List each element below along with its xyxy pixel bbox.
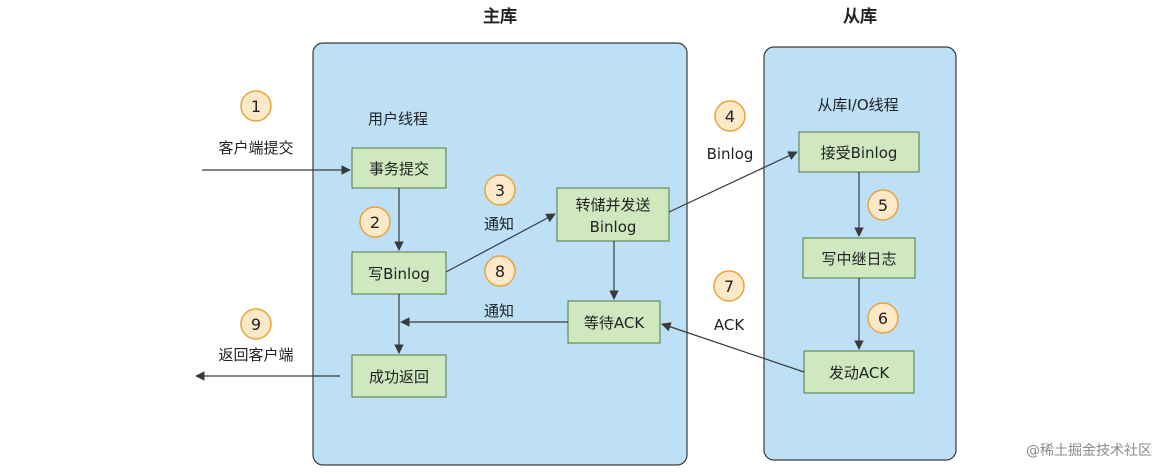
box-wait-ack-label: 等待ACK <box>584 314 645 332</box>
label-notify-2: 通知 <box>484 302 514 320</box>
arrow-dump-to-receive <box>668 151 798 213</box>
step-4-marker: 4 <box>714 100 746 132</box>
label-ack: ACK <box>714 316 745 334</box>
box-write-relay: 写中继日志 <box>802 237 916 279</box>
box-dump-send-label-2: Binlog <box>590 218 637 236</box>
label-binlog: Binlog <box>707 145 754 163</box>
box-write-binlog: 写Binlog <box>351 251 447 295</box>
box-send-ack-label: 发动ACK <box>829 364 890 382</box>
step-4-number: 4 <box>725 107 735 126</box>
label-return-client: 返回客户端 <box>218 346 293 364</box>
step-3-number: 3 <box>495 181 505 200</box>
box-return-success: 成功返回 <box>351 354 447 398</box>
box-write-relay-label: 写中继日志 <box>821 250 896 268</box>
step-6-marker: 6 <box>867 302 899 334</box>
master-subtitle: 用户线程 <box>368 110 428 128</box>
box-send-ack: 发动ACK <box>803 350 915 394</box>
step-3-marker: 3 <box>484 174 516 206</box>
arrow-binlog-to-dump <box>445 213 556 273</box>
box-commit-tx: 事务提交 <box>351 147 447 189</box>
arrow-ack-to-wait <box>661 322 805 373</box>
step-1-number: 1 <box>251 97 261 116</box>
label-notify-1: 通知 <box>484 215 514 233</box>
box-wait-ack: 等待ACK <box>567 300 661 344</box>
step-2-number: 2 <box>370 213 380 232</box>
step-8-marker: 8 <box>484 255 516 287</box>
step-9-marker: 9 <box>240 308 272 340</box>
step-1-marker: 1 <box>240 90 272 122</box>
master-title: 主库 <box>483 6 517 27</box>
box-dump-send-label-1: 转储并发送 <box>575 196 650 214</box>
watermark: @稀土掘金技术社区 <box>1026 443 1152 459</box>
box-commit-tx-label: 事务提交 <box>369 160 429 178</box>
step-7-marker: 7 <box>713 270 745 302</box>
step-9-number: 9 <box>251 315 261 334</box>
box-dump-send: 转储并发送 Binlog <box>556 187 670 242</box>
step-5-marker: 5 <box>867 189 899 221</box>
label-client-submit: 客户端提交 <box>218 139 293 157</box>
box-return-success-label: 成功返回 <box>369 368 429 386</box>
slave-subtitle: 从库I/O线程 <box>817 96 898 114</box>
box-receive-binlog: 接受Binlog <box>798 131 920 173</box>
step-5-number: 5 <box>878 196 888 215</box>
box-receive-binlog-label: 接受Binlog <box>821 144 898 162</box>
step-7-number: 7 <box>724 277 734 296</box>
box-write-binlog-label: 写Binlog <box>368 265 430 283</box>
step-2-marker: 2 <box>359 206 391 238</box>
step-8-number: 8 <box>495 262 505 281</box>
slave-title: 从库 <box>843 6 877 27</box>
step-6-number: 6 <box>878 309 888 328</box>
